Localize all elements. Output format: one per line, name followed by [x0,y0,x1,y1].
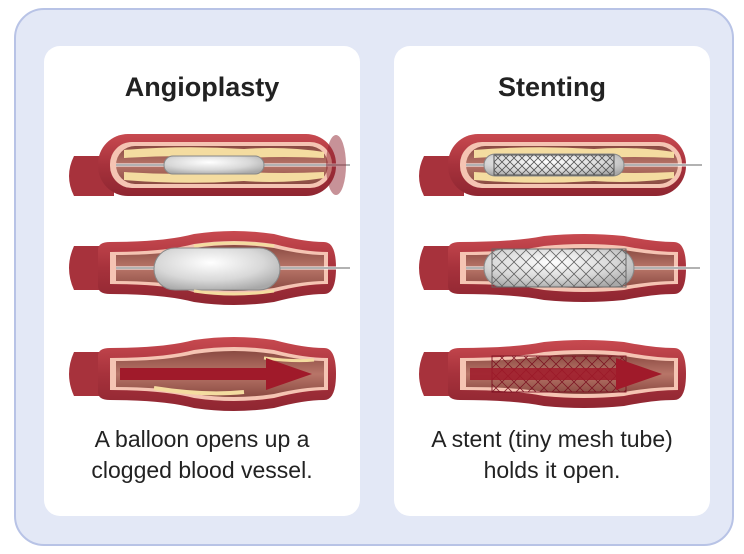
angioplasty-panel: Angioplasty [44,46,360,516]
stenting-caption-line-2: holds it open. [394,455,710,486]
stenting-panel: Stenting [394,46,710,516]
stenting-caption: A stent (tiny mesh tube) holds it open. [394,424,710,486]
vessel-stent-flow [419,340,686,408]
vessel-deflated-balloon [69,134,350,196]
angioplasty-caption-line-1: A balloon opens up a [44,424,360,455]
vessel-flow-restored [69,337,336,411]
angioplasty-caption: A balloon opens up a clogged blood vesse… [44,424,360,486]
vessel-stent-collapsed [419,134,702,196]
angioplasty-caption-line-2: clogged blood vessel. [44,455,360,486]
stenting-caption-line-1: A stent (tiny mesh tube) [394,424,710,455]
vessel-inflated-balloon [69,231,350,305]
vessel-stent-expanded [419,234,700,302]
